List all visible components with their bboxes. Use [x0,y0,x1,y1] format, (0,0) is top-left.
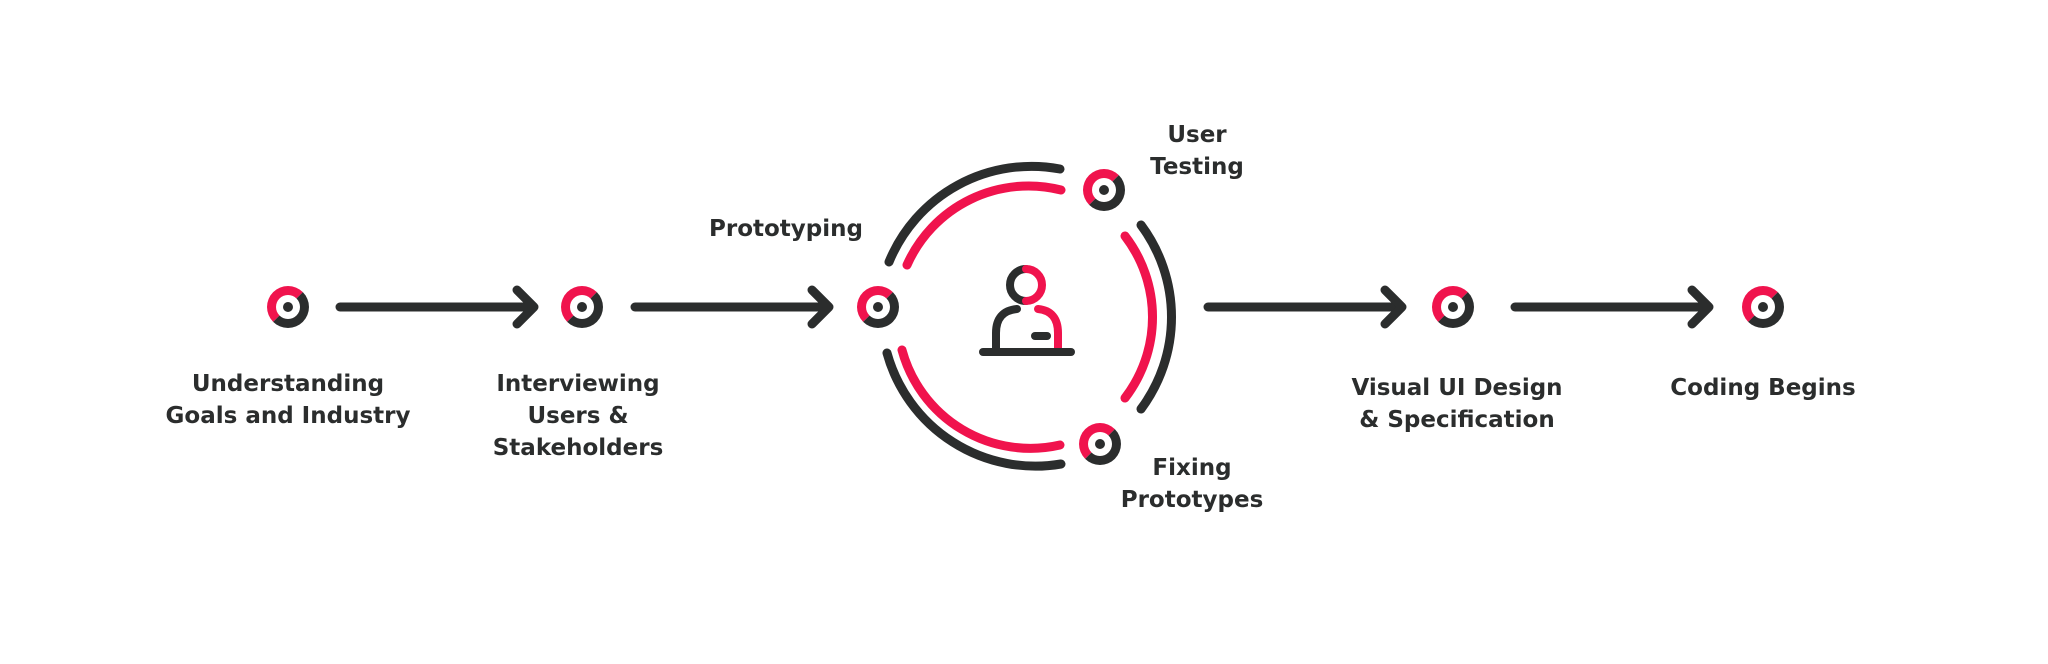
arrow-right-icon [335,285,539,329]
node-target-icon-visual-ui [1432,286,1474,328]
step-label-fixing: Fixing Prototypes [1120,455,1264,513]
node-target-icon-coding [1742,286,1784,328]
step-label-understanding: Understanding Goals and Industry [165,371,411,429]
node-target-icon-understanding [267,286,309,328]
node-target-icon-user-testing [1083,169,1126,212]
node-target-icon-interviewing [561,286,603,328]
iteration-cycle-icon [882,161,1176,471]
arrow-right-icon [1203,285,1407,329]
step-label-visual-ui: Visual UI Design & Specification [1351,375,1563,433]
arrow-right-icon [1510,285,1714,329]
node-target-icon-fixing [1079,423,1121,465]
step-label-coding: Coding Begins [1670,375,1856,401]
node-target-icon-prototyping [856,286,899,328]
step-label-interviewing: Interviewing Users & Stakeholders [492,371,664,461]
step-label-user-testing: User Testing [1150,122,1244,180]
arrow-right-icon [630,285,834,329]
step-label-prototyping: Prototyping [709,216,863,242]
user-at-desk-icon [979,265,1075,356]
